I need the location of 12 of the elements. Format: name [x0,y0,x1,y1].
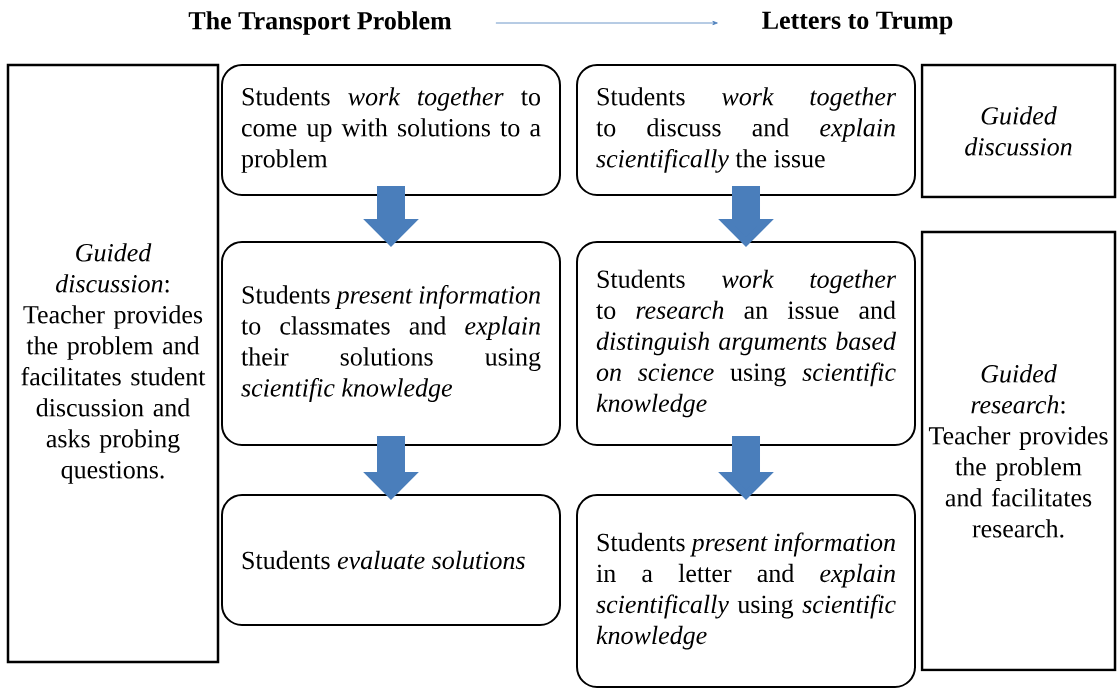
activity-box: Students work together to research an issue and distinguish arguments based on science using scientific knowledge [576,241,916,446]
teacher-role-box: Guided discussion: Teacher provides the problem and facilitates student discussion and asks probing questions. [6,63,220,664]
column-heading: Letters to Trump [762,11,953,35]
activity-box: Students work together to discuss and explain scientifically the issue [576,64,916,196]
column-heading: The Transport Problem [188,11,452,35]
activity-box: Students evaluate solutions [221,494,561,626]
activity-box: Students present information in a letter and explain scientifically using scientific knowledge [576,494,916,688]
teacher-role-box: Guided research: Teacher provides the problem and facilitates research. [920,230,1117,672]
teacher-role-box: Guided discussion [920,63,1117,199]
activity-box: Students work together to come up with solutions to a problem [221,64,561,196]
activity-box: Students present information to classmates and explain their solutions using scientific knowledge [221,241,561,446]
arrow [495,20,718,26]
